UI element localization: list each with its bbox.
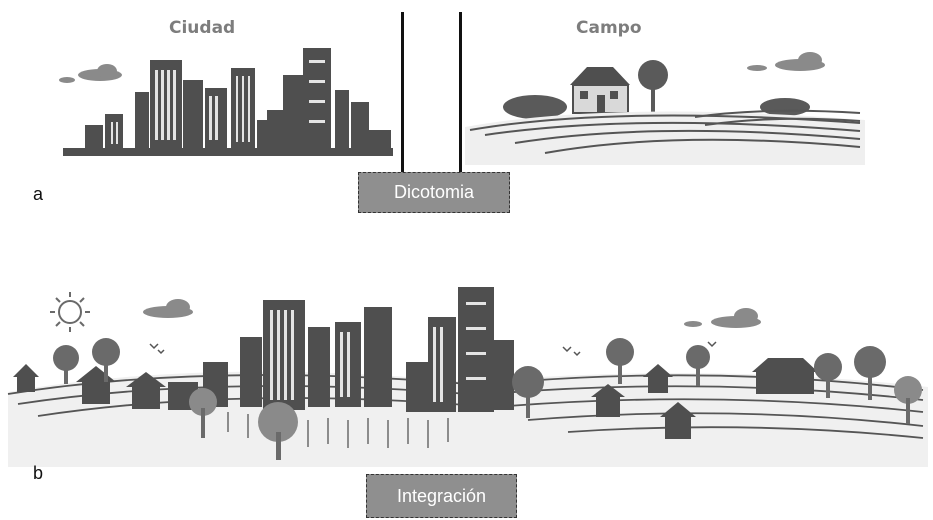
panel-a-letter: a: [33, 184, 44, 204]
right-divider-line: [459, 12, 462, 172]
left-divider-line: [401, 12, 404, 172]
countryside-illustration: [465, 52, 865, 165]
city-skyline-illustration: [59, 48, 393, 156]
dicotomia-label-box: Dicotomia: [358, 172, 510, 213]
sun-icon: [50, 292, 90, 332]
panel-b-letter: b: [33, 463, 44, 483]
integrated-landscape-illustration: [7, 287, 928, 467]
country-title: Campo: [576, 18, 642, 38]
integracion-label-box: Integración: [366, 474, 517, 518]
city-title: Ciudad: [169, 18, 236, 38]
